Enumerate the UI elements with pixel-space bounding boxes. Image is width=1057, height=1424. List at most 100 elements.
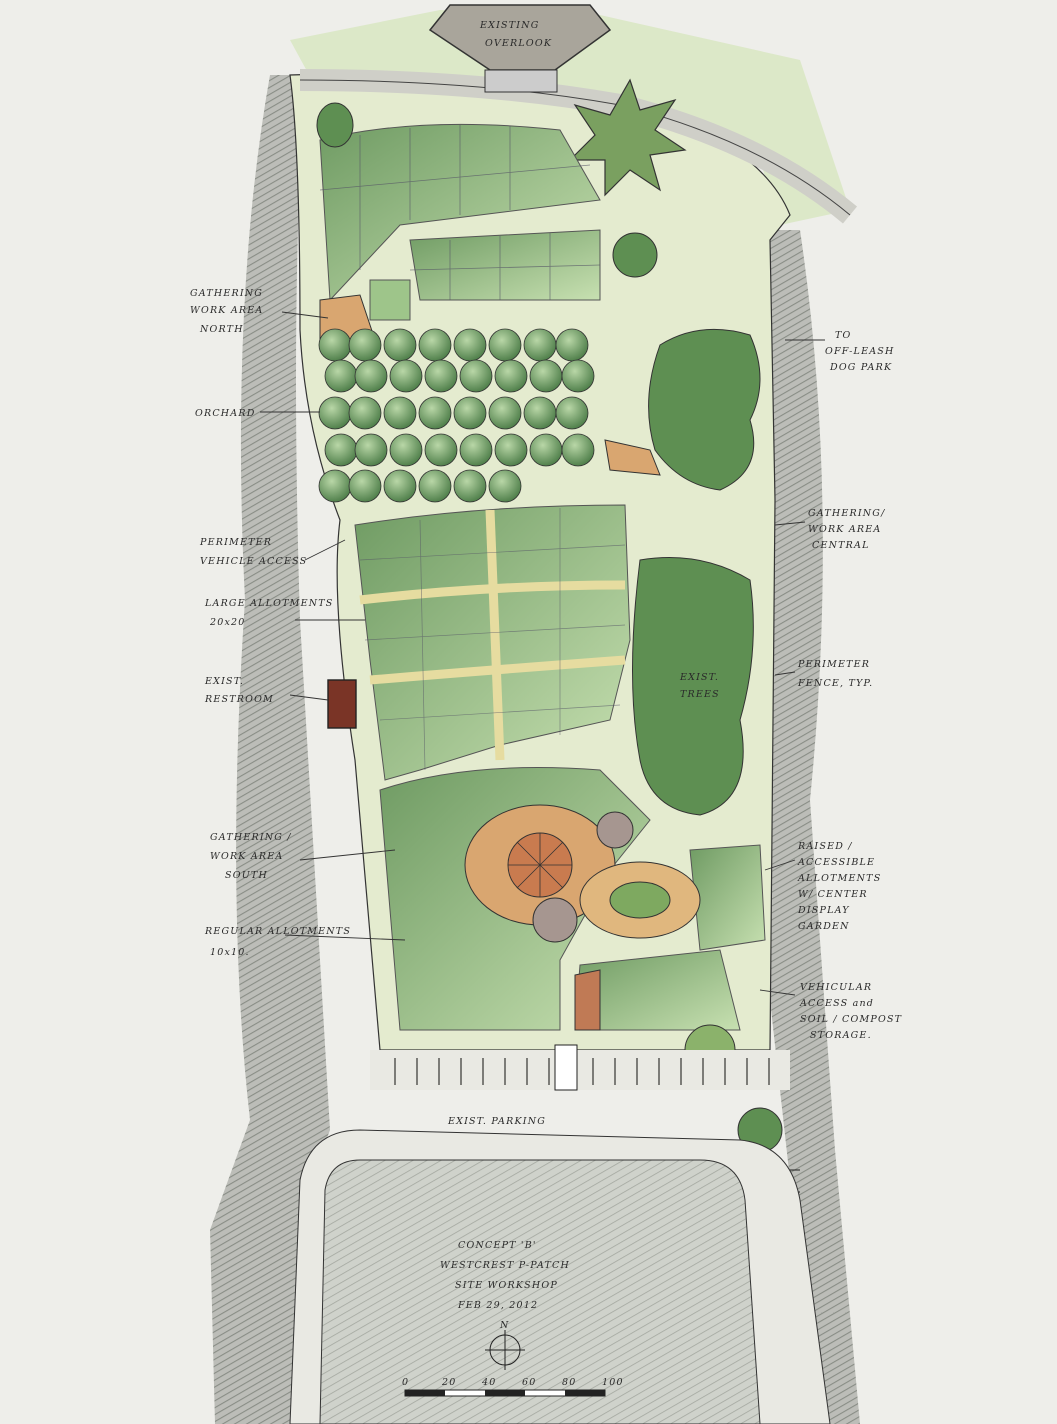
svg-text:WESTCREST P-PATCH: WESTCREST P-PATCH bbox=[440, 1260, 570, 1271]
orchard-tree-icon bbox=[324, 433, 358, 467]
orchard-tree-icon bbox=[389, 433, 423, 467]
scale-tick-label: 40 bbox=[481, 1377, 497, 1388]
svg-text:EXIST.: EXIST. bbox=[679, 672, 719, 683]
scale-tick-label: 80 bbox=[562, 1377, 577, 1388]
orchard-tree-icon bbox=[453, 328, 487, 362]
orchard-tree-icon bbox=[529, 433, 563, 467]
orchard-tree-icon bbox=[318, 469, 352, 503]
restroom bbox=[327, 679, 357, 729]
orchard-tree-icon bbox=[494, 359, 528, 393]
orchard-tree-icon bbox=[348, 328, 382, 362]
scale-tick-label: 60 bbox=[522, 1377, 537, 1388]
svg-text:WORK AREA: WORK AREA bbox=[210, 851, 283, 862]
north-label: N bbox=[499, 1320, 510, 1331]
orchard-tree-icon bbox=[418, 328, 452, 362]
parking bbox=[289, 1044, 831, 1424]
orchard-tree-icon bbox=[453, 469, 487, 503]
orchard-tree-icon bbox=[389, 359, 423, 393]
svg-text:GATHERING /: GATHERING / bbox=[210, 832, 292, 843]
orchard-tree-icon bbox=[488, 396, 522, 430]
gathering-south-label: GATHERING / WORK AREA SOUTH bbox=[210, 832, 292, 881]
orchard-tree-icon bbox=[555, 396, 589, 430]
orchard-tree-icon bbox=[459, 433, 493, 467]
orchard-tree-icon bbox=[318, 328, 352, 362]
svg-text:RESTROOM: RESTROOM bbox=[204, 694, 274, 705]
orchard-tree-icon bbox=[424, 359, 458, 393]
orchard-tree-icon bbox=[324, 359, 358, 393]
svg-text:ALLOTMENTS: ALLOTMENTS bbox=[797, 873, 881, 884]
svg-text:LARGE ALLOTMENTS: LARGE ALLOTMENTS bbox=[204, 598, 334, 609]
svg-text:EXIST.: EXIST. bbox=[204, 676, 244, 687]
orchard-tree-icon bbox=[418, 396, 452, 430]
compost-storage bbox=[574, 969, 601, 1031]
orchard-tree-icon bbox=[383, 396, 417, 430]
vehicular-access-label: VEHICULAR ACCESS and SOIL / COMPOST STOR… bbox=[799, 982, 902, 1041]
svg-text:NORTH: NORTH bbox=[199, 324, 244, 335]
raised-allotments-label: RAISED / ACCESSIBLE ALLOTMENTS W/ CENTER… bbox=[797, 841, 881, 932]
svg-text:SOUTH: SOUTH bbox=[225, 870, 268, 881]
orchard-tree-icon bbox=[523, 328, 557, 362]
title-block: CONCEPT 'B' WESTCREST P-PATCH SITE WORKS… bbox=[440, 1240, 570, 1311]
restroom-label: EXIST. RESTROOM bbox=[204, 676, 274, 705]
svg-text:EXISTING: EXISTING bbox=[479, 20, 540, 31]
svg-text:FEB 29, 2012: FEB 29, 2012 bbox=[457, 1300, 538, 1311]
exist-trees bbox=[316, 102, 783, 1153]
orchard-tree-icon bbox=[555, 328, 589, 362]
svg-text:SITE WORKSHOP: SITE WORKSHOP bbox=[455, 1280, 558, 1291]
scale-tick-label: 20 bbox=[441, 1377, 457, 1388]
overlook-label: EXISTING OVERLOOK bbox=[479, 20, 552, 49]
svg-text:GATHERING: GATHERING bbox=[190, 288, 263, 299]
orchard-tree-icon bbox=[459, 359, 493, 393]
svg-text:CONCEPT 'B': CONCEPT 'B' bbox=[458, 1240, 537, 1251]
perimeter-access-label: PERIMETER VEHICLE ACCESS bbox=[199, 537, 307, 567]
svg-text:GARDEN: GARDEN bbox=[798, 921, 850, 932]
svg-text:VEHICLE ACCESS: VEHICLE ACCESS bbox=[200, 556, 307, 567]
orchard-label: ORCHARD bbox=[195, 408, 256, 419]
svg-text:10x10.: 10x10. bbox=[210, 947, 250, 958]
svg-text:FENCE, TYP.: FENCE, TYP. bbox=[797, 678, 873, 689]
svg-text:ACCESS and: ACCESS and bbox=[799, 998, 874, 1009]
large-allotments bbox=[354, 504, 631, 781]
parking-label: EXIST. PARKING bbox=[447, 1116, 546, 1127]
overlook bbox=[428, 4, 612, 93]
svg-text:20x20: 20x20 bbox=[209, 617, 246, 628]
svg-text:OFF-LEASH: OFF-LEASH bbox=[825, 346, 894, 357]
perimeter-fence-label: PERIMETER FENCE, TYP. bbox=[797, 659, 873, 689]
svg-text:CENTRAL: CENTRAL bbox=[812, 540, 870, 551]
gathering-central-label: GATHERING/ WORK AREA CENTRAL bbox=[808, 508, 886, 551]
orchard-tree-icon bbox=[354, 433, 388, 467]
svg-text:OVERLOOK: OVERLOOK bbox=[485, 38, 552, 49]
orchard-tree-icon bbox=[418, 469, 452, 503]
svg-text:ACCESSIBLE: ACCESSIBLE bbox=[797, 857, 875, 868]
svg-text:PERIMETER: PERIMETER bbox=[199, 537, 272, 548]
orchard-tree-icon bbox=[561, 359, 595, 393]
gathering-central bbox=[604, 439, 661, 476]
orchard-tree-icon bbox=[383, 469, 417, 503]
orchard-tree-icon bbox=[348, 469, 382, 503]
orchard-tree-icon bbox=[354, 359, 388, 393]
svg-text:PERIMETER: PERIMETER bbox=[797, 659, 870, 670]
exist-trees-label: EXIST. TREES bbox=[679, 672, 720, 700]
orchard-tree-icon bbox=[529, 359, 563, 393]
svg-text:W/ CENTER: W/ CENTER bbox=[798, 889, 868, 900]
orchard-tree-icon bbox=[561, 433, 595, 467]
orchard-tree-icon bbox=[494, 433, 528, 467]
leader-lines bbox=[260, 311, 825, 996]
north-allotments bbox=[319, 123, 601, 321]
svg-text:DISPLAY: DISPLAY bbox=[797, 905, 850, 916]
feature-tree-icon bbox=[568, 78, 687, 197]
gathering-south bbox=[464, 804, 634, 943]
svg-text:TREES: TREES bbox=[680, 689, 720, 700]
scale-tick-label: 0 bbox=[402, 1377, 409, 1388]
orchard-tree-icon bbox=[488, 328, 522, 362]
svg-text:WORK AREA: WORK AREA bbox=[190, 305, 263, 316]
raised-allotments bbox=[579, 861, 701, 939]
svg-text:GATHERING/: GATHERING/ bbox=[808, 508, 886, 519]
regular-allotments-label: REGULAR ALLOTMENTS 10x10. bbox=[204, 926, 350, 958]
gathering-north-label: GATHERING WORK AREA NORTH bbox=[190, 288, 263, 335]
svg-text:SOIL / COMPOST: SOIL / COMPOST bbox=[800, 1014, 902, 1025]
orchard-tree-icon bbox=[453, 396, 487, 430]
svg-text:DOG PARK: DOG PARK bbox=[829, 362, 892, 373]
svg-text:TO: TO bbox=[835, 330, 852, 341]
